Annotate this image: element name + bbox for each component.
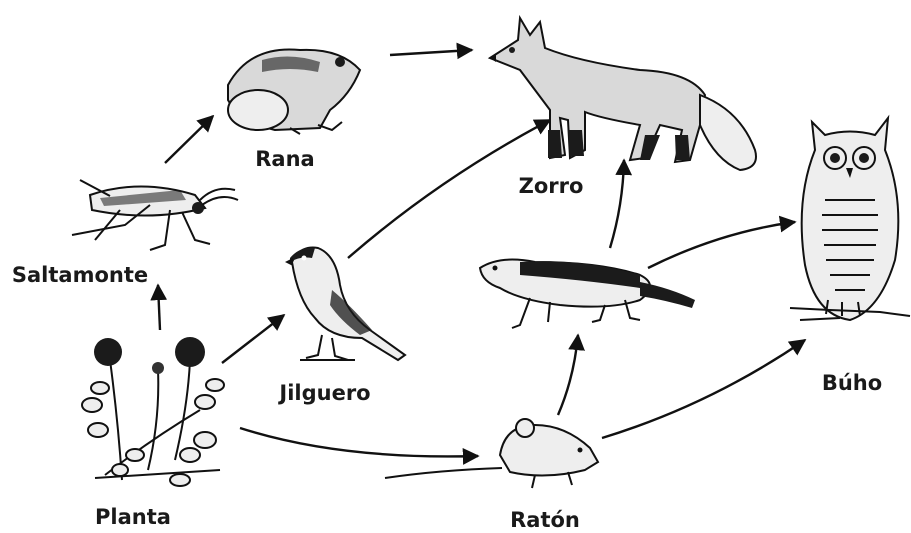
- arrow-comadreja-buho: [648, 222, 795, 268]
- owl-illustration: [790, 118, 910, 320]
- clover-plant-illustration: [82, 337, 224, 486]
- grasshopper-illustration: [72, 180, 238, 250]
- arrow-rana-zorro: [390, 50, 472, 55]
- label-saltamonte: Saltamonte: [12, 263, 148, 287]
- label-zorro: Zorro: [519, 174, 584, 198]
- arrow-raton-buho: [602, 340, 805, 438]
- goldfinch-illustration: [285, 248, 405, 360]
- weasel-illustration: [480, 260, 695, 328]
- label-jilguero: Jilguero: [277, 381, 370, 405]
- frog-illustration: [228, 49, 360, 134]
- label-rana: Rana: [255, 147, 314, 171]
- arrow-planta-raton: [240, 428, 478, 456]
- arrow-planta-saltamonte: [158, 285, 160, 330]
- arrow-planta-jilguero: [222, 315, 284, 363]
- arrow-saltamonte-rana: [165, 116, 213, 163]
- label-raton: Ratón: [510, 508, 580, 532]
- mouse-illustration: [385, 419, 598, 488]
- arrow-raton-comadreja: [558, 335, 578, 415]
- arrow-comadreja-zorro: [610, 160, 624, 248]
- label-buho: Búho: [822, 371, 882, 395]
- fox-illustration: [490, 18, 756, 170]
- label-planta: Planta: [95, 505, 171, 529]
